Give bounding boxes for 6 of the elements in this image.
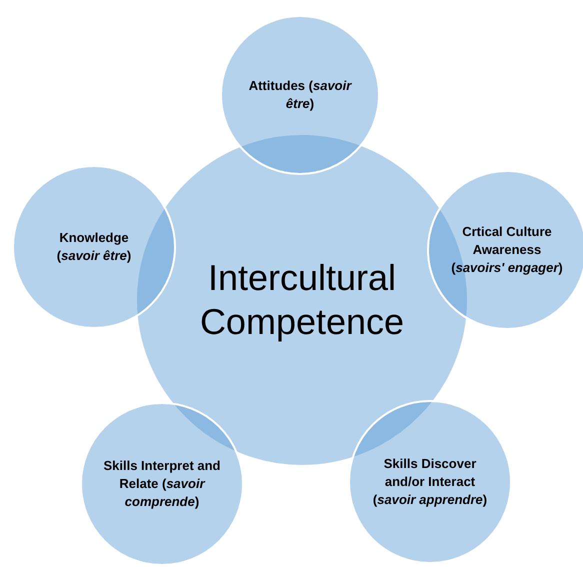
circle-label: Knowledge (savoir être): [56, 229, 132, 265]
circle-label: Crtical Culture Awareness (savoirs' engager): [450, 223, 564, 277]
circle-label: Skills Discover and/or Interact (savoir apprendre): [372, 455, 488, 509]
circle-label: Attitudes (savoir être): [248, 77, 353, 113]
circle-label: Skills Interpret and Relate (savoir comprende): [102, 457, 222, 511]
circle-title: Intercultural Competence: [198, 256, 406, 344]
